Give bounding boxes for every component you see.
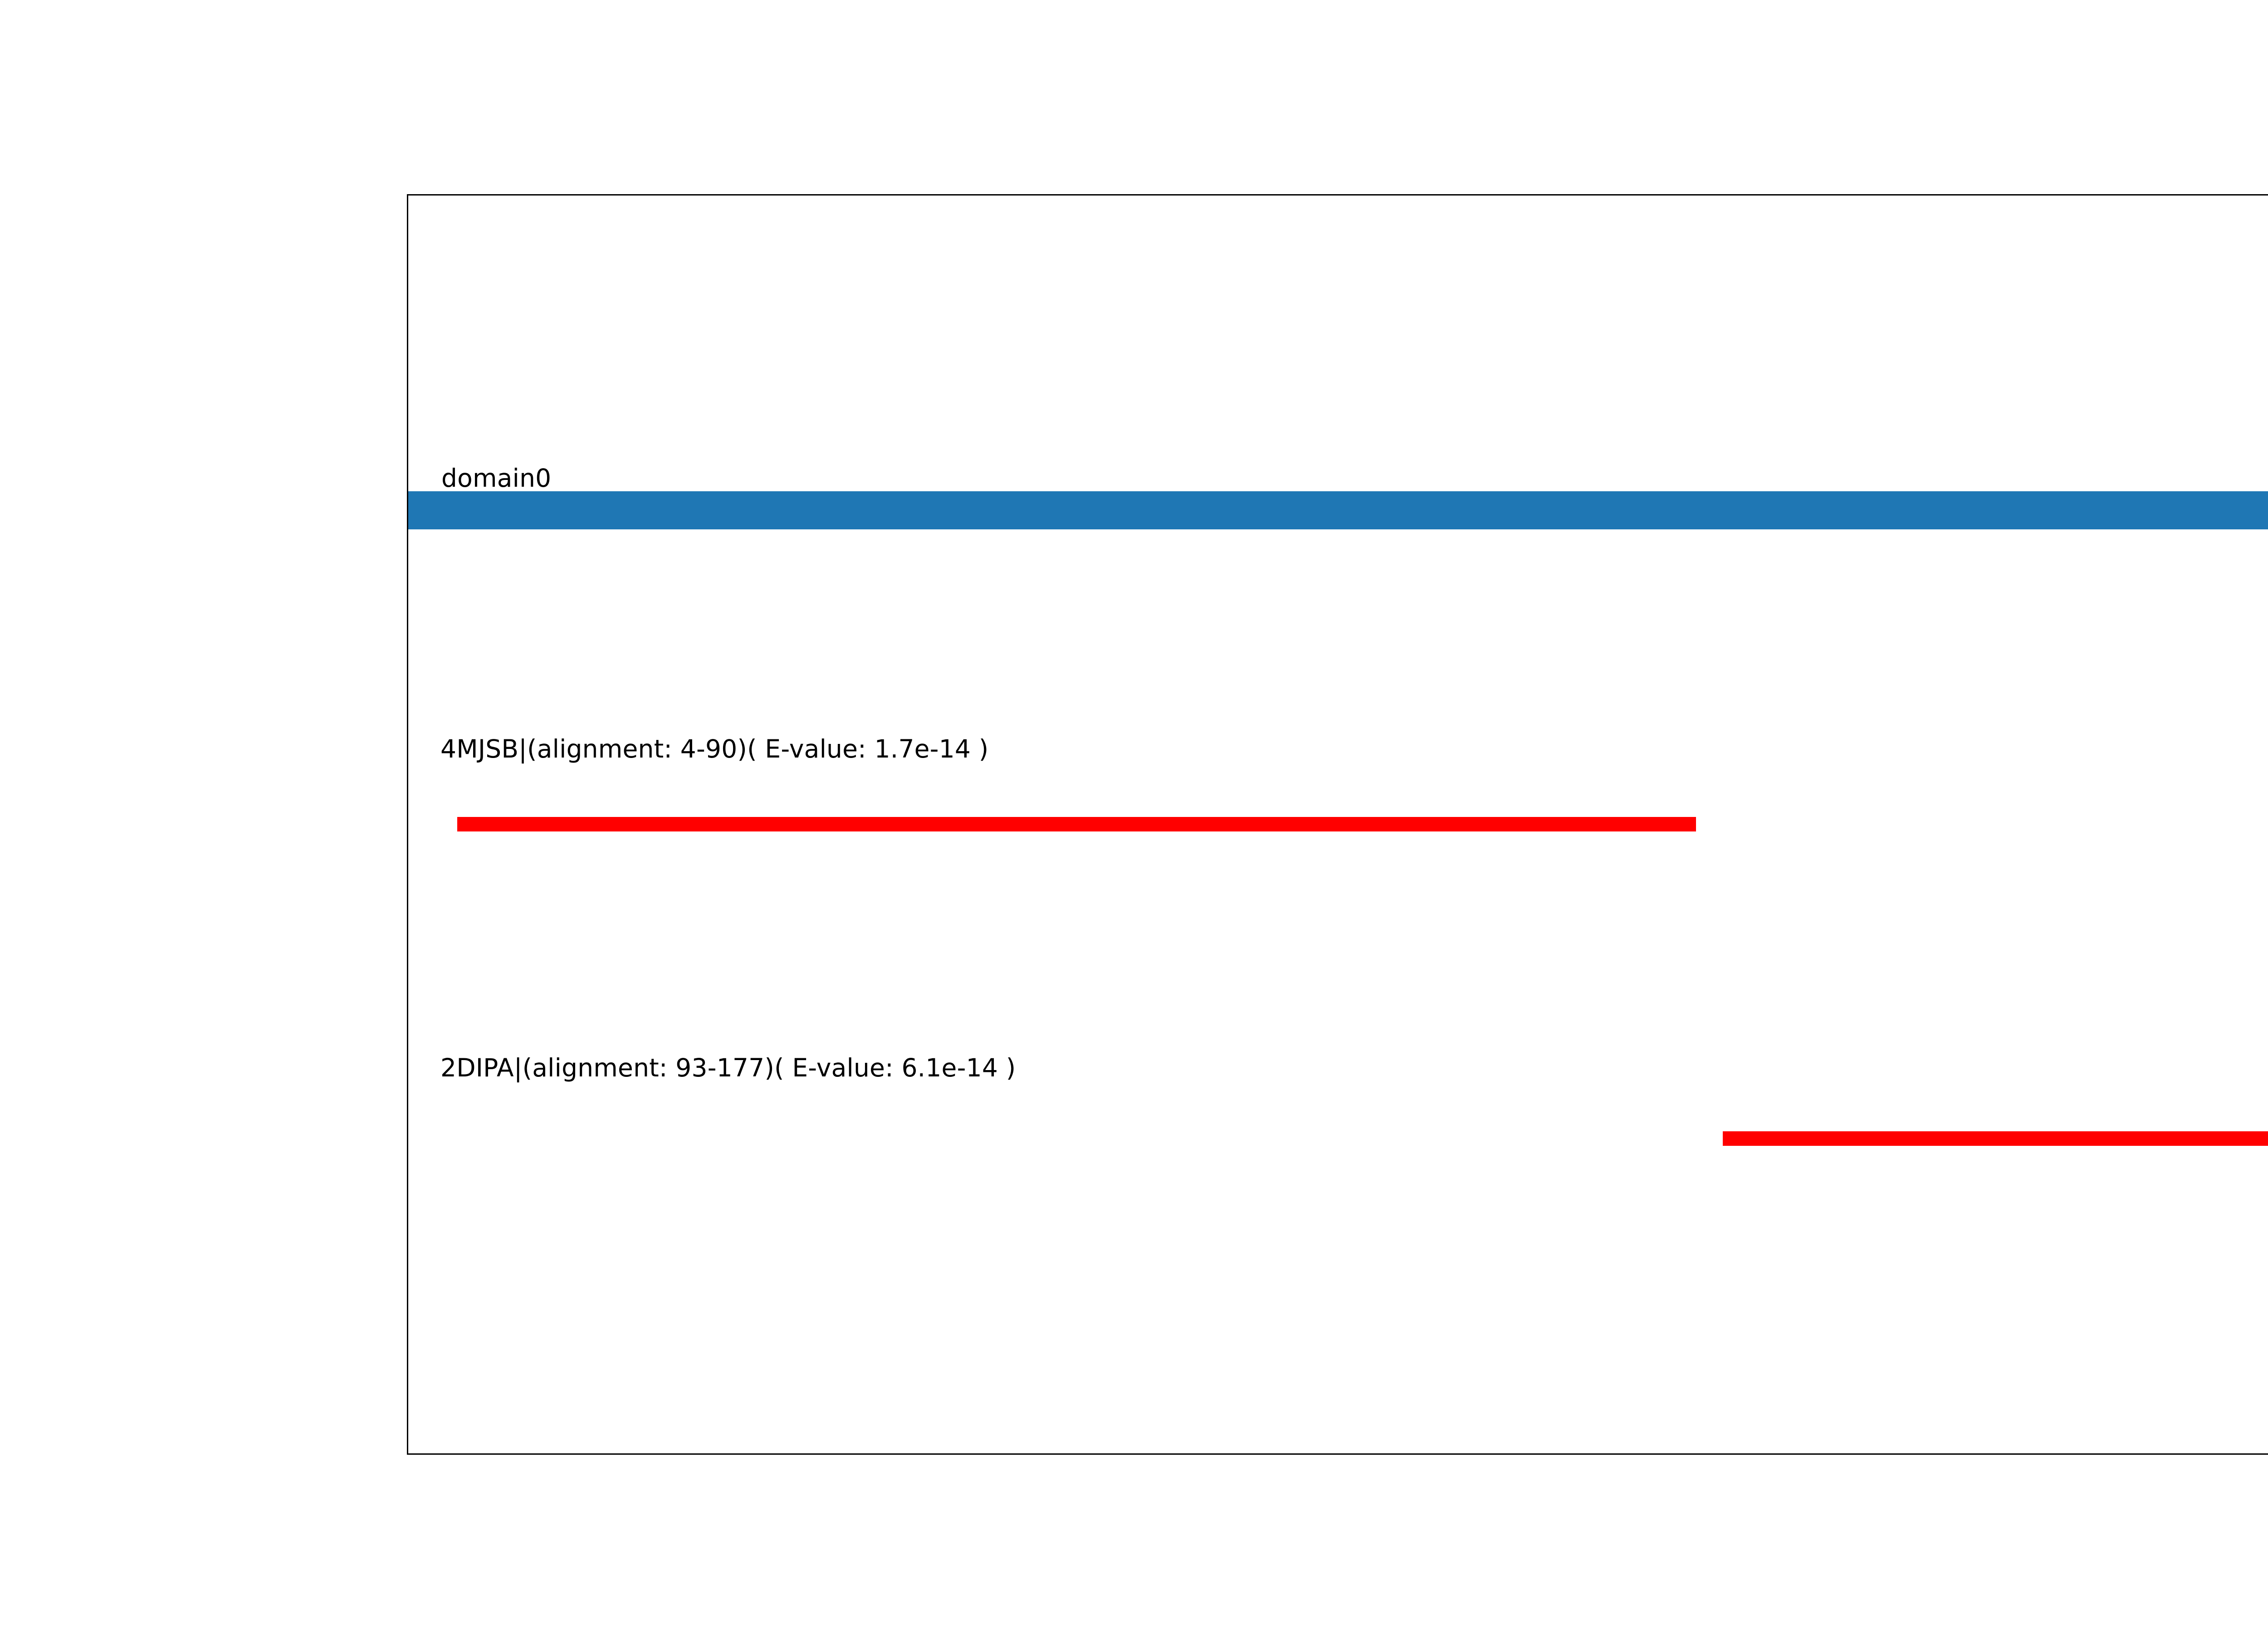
domain-bar-domain0[interactable] xyxy=(408,491,2268,529)
alignment-bar-4mjsb[interactable] xyxy=(457,817,1696,831)
alignment-label-2dipa: 2DIPA|(alignment: 93-177)( E-value: 6.1e… xyxy=(440,1053,1016,1082)
alignment-label-4mjsb: 4MJSB|(alignment: 4-90)( E-value: 1.7e-1… xyxy=(440,734,989,763)
alignment-bar-2dipa[interactable] xyxy=(1723,1131,2268,1146)
domain-label-domain0: domain0 xyxy=(441,464,552,493)
plot-frame: domain0 4MJSB|(alignment: 4-90)( E-value… xyxy=(407,194,2268,1455)
